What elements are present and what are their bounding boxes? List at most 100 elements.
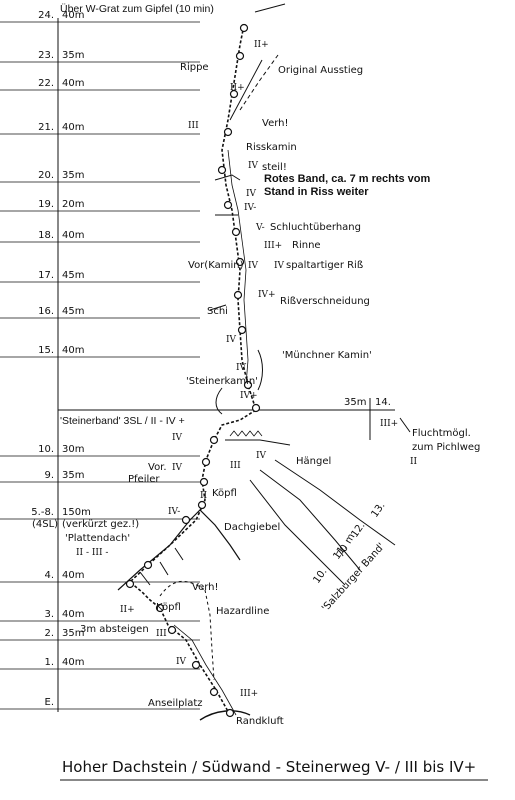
kamin-bracket-right: [257, 349, 263, 391]
steil-label: steil!: [262, 162, 287, 173]
belay-station: [209, 687, 219, 697]
verh1-label: Verh!: [262, 118, 289, 129]
pitch-number: 18.: [38, 230, 54, 241]
pitch-length: 40m: [62, 10, 84, 21]
belay-station: [167, 625, 177, 635]
fluchtmoeg-grade: II: [410, 457, 418, 467]
grade-marker: III+: [240, 689, 258, 699]
rotes-band-line2: Stand in Riss weiter: [264, 186, 369, 198]
belay-station: [209, 435, 219, 445]
summit-arrow: [254, 3, 286, 13]
absteigen-label: 3m absteigen: [80, 624, 149, 635]
verh-arrow: [229, 59, 263, 121]
belay-station: [217, 165, 227, 175]
plattendach-grade: II - III -: [76, 548, 108, 558]
shortened-note: (verkürzt gez.!): [62, 519, 139, 530]
grade-marker: III: [188, 121, 199, 131]
anseilplatz-label: Anseilplatz: [148, 698, 203, 709]
grade-marker: IV: [236, 363, 247, 373]
pitch14-number: 14.: [375, 397, 391, 408]
belay-station: [225, 708, 235, 718]
grade-marker: IV: [226, 335, 237, 345]
pitch-length: 35m: [62, 628, 84, 639]
flucht-arrow: [399, 417, 411, 433]
fluchtmoeg-line1: Fluchtmögl.: [412, 428, 471, 439]
hazardline-path: [204, 589, 215, 681]
randkluft-label: Randkluft: [236, 716, 284, 727]
pitch-number: 5.-8.: [31, 507, 54, 518]
belay-station: [181, 515, 191, 525]
belay-station: [231, 227, 241, 237]
pitch-length: 40m: [62, 657, 84, 668]
grade-marker: IV: [176, 657, 187, 667]
route-line: [128, 24, 257, 716]
koepfl2-label: Köpfl: [156, 602, 181, 613]
rissverschneidung-label: Rißverschneidung: [280, 296, 370, 307]
belay-station: [233, 290, 243, 300]
original-exit-label: Original Ausstieg: [278, 65, 363, 76]
pitch-number: 24.: [38, 10, 54, 21]
grade-marker: II+: [254, 40, 269, 50]
route-shade-low: [173, 624, 237, 716]
pitch-number: 2.: [44, 628, 54, 639]
grade-marker: IV: [172, 463, 183, 473]
vor-kamin-label: Vor(Kamin): [188, 260, 244, 271]
rinne-label: Rinne: [292, 240, 321, 251]
belay-station: [197, 500, 207, 510]
pitch-length: 40m: [62, 609, 84, 620]
grade-marker: III+: [264, 241, 282, 251]
band-edge-1: [259, 469, 361, 571]
pitch-length: 40m: [62, 122, 84, 133]
rock-features: [209, 174, 241, 311]
belay-station: [251, 403, 261, 413]
pitch-length: 35m: [62, 50, 84, 61]
pitch-number: 22.: [38, 78, 54, 89]
pitch-number: 17.: [38, 270, 54, 281]
hazardline-label: Hazardline: [216, 606, 269, 617]
steinerband-ledge: [225, 439, 291, 446]
roof-teeth: [229, 430, 263, 437]
belay-station: [235, 51, 245, 61]
belay-stations: [125, 23, 261, 718]
pitch-number: 16.: [38, 306, 54, 317]
rippe-label: Rippe: [180, 62, 209, 73]
schi-label: Schi: [207, 306, 228, 317]
belay-station: [191, 660, 201, 670]
route-title: Hoher Dachstein / Südwand - Steinerweg V…: [62, 758, 476, 776]
pitch-number: 10.: [38, 444, 54, 455]
grade-marker: III: [156, 629, 167, 639]
pitch-number: 15.: [38, 345, 54, 356]
steinerband-label: 'Steinerband' 3SL / II - IV +: [60, 415, 185, 427]
pitch-length: 40m: [62, 78, 84, 89]
kamin-bracket-left: [215, 387, 223, 415]
grade-marker: IV-: [168, 507, 180, 517]
pitch-length: 40m: [62, 570, 84, 581]
pitch-length: 20m: [62, 199, 84, 210]
koepfl-label: Köpfl: [212, 488, 237, 499]
pitch-number: 9.: [44, 470, 54, 481]
original-exit-line: [239, 54, 279, 111]
band-pitch-number: 13.: [369, 500, 387, 519]
salzburger-band-label: 'Salzburger Band': [320, 541, 387, 614]
plattendach-label: 'Plattendach': [65, 533, 130, 544]
randkluft-line: [199, 710, 251, 721]
vor-pfeiler-line1: Vor.: [148, 462, 167, 473]
grade-marker: IV: [248, 161, 259, 171]
band-edge-3: [274, 459, 396, 546]
grade-marker: IV: [172, 433, 183, 443]
belay-station: [237, 325, 247, 335]
band-edge-2: [249, 479, 346, 586]
grade-marker: IV: [248, 261, 259, 271]
grade-marker: II+: [230, 83, 245, 93]
vor-pfeiler-line2: Pfeiler: [128, 474, 160, 485]
schluchtueberhang-label: Schluchtüberhang: [270, 222, 361, 233]
pitch-length: 45m: [62, 270, 84, 281]
dachgiebel-label: Dachgiebel: [224, 522, 280, 533]
belay-station: [229, 89, 239, 99]
pitch-length: 35m: [62, 170, 84, 181]
route-note-top: Über W-Grat zum Gipfel (10 min): [60, 3, 214, 15]
grade-markers: II+II+IIIIVIVIV-V-III+IVIVIV+IVIVIV+III+…: [120, 40, 398, 699]
ridge-hatching: [139, 547, 184, 586]
risskamin-label: Risskamin: [246, 142, 297, 153]
